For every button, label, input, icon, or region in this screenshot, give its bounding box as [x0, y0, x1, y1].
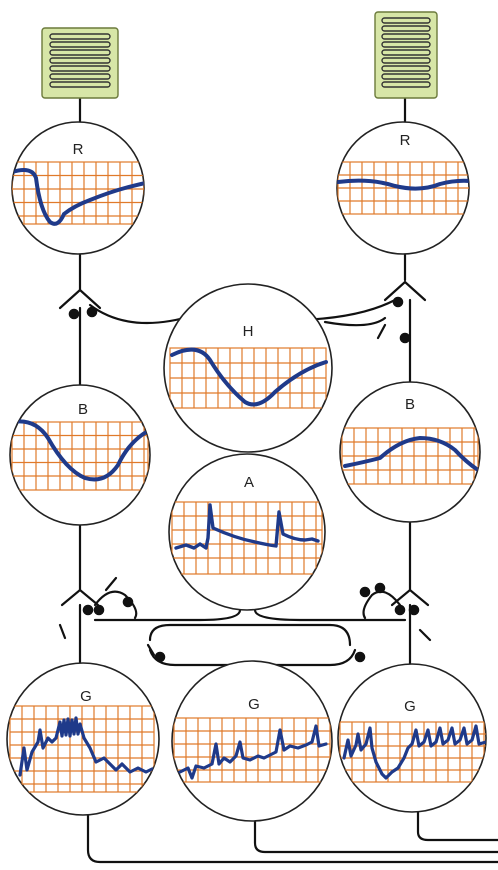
trace-r-left [12, 168, 144, 226]
cell-r-right: R [336, 121, 470, 255]
trace-g-left [18, 716, 154, 777]
label-r-left: R [73, 141, 84, 158]
label-b-left: B [78, 401, 88, 418]
trace-h [170, 347, 328, 407]
label-g-left: G [80, 688, 92, 705]
wiring [78, 96, 498, 864]
cell-a-center: A [168, 453, 326, 611]
cell-g-center: G [171, 660, 333, 822]
cell-h-center: H [163, 283, 333, 453]
synapse-markers [58, 280, 432, 663]
trace-g-center [178, 724, 328, 780]
label-b-right: B [405, 396, 415, 413]
label-r-right: R [400, 132, 411, 149]
photoreceptor-left [41, 27, 119, 99]
trace-b-left [10, 419, 150, 482]
trace-g-right [342, 724, 486, 780]
label-g-center: G [248, 696, 260, 713]
trace-b-right [343, 435, 480, 472]
label-a: A [244, 474, 254, 491]
cell-r-left: R [11, 121, 145, 255]
grid-r-left [12, 161, 144, 225]
cell-b-right: B [339, 381, 481, 523]
cell-g-right: G [337, 663, 487, 813]
trace-a [174, 503, 320, 550]
label-g-right: G [404, 698, 416, 715]
cell-b-left: B [9, 384, 151, 526]
photoreceptor-right [374, 11, 438, 99]
label-h: H [243, 323, 254, 340]
trace-r-right [337, 178, 469, 191]
cell-g-left: G [6, 662, 160, 816]
